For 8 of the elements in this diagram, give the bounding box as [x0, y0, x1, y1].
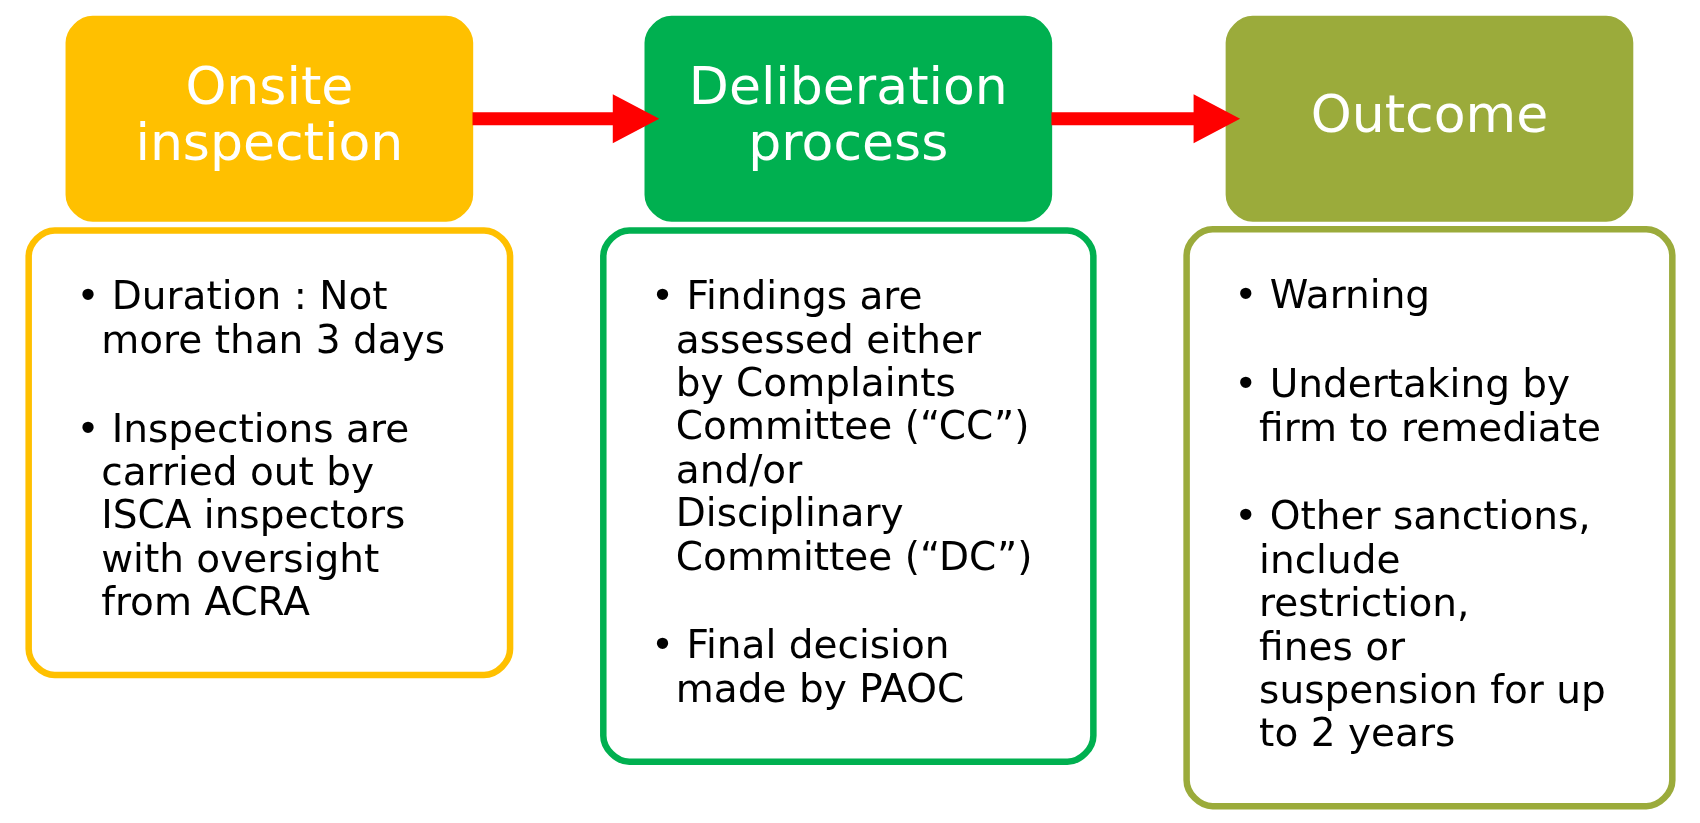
node-box: • Findings are assessed either by Complaints Committee (“CC”) and/or Disciplinary Committee (“DC”) • Final decision made by PAOC [599, 227, 1097, 765]
node-box: Deliberation process [644, 15, 1052, 222]
node-box: • Duration : Not more than 3 days • Inspections are carried out by ISCA inspectors with oversight from ACRA [24, 227, 513, 679]
node-box: Onsite inspection [65, 15, 473, 222]
node-box: Outcome [1225, 15, 1633, 222]
arrow [1050, 94, 1240, 144]
node-box: • Warning • Undertaking by firm to remediate • Other sanctions, include restriction, fines or suspension for up to 2 years [1182, 226, 1676, 810]
arrow [472, 94, 659, 144]
